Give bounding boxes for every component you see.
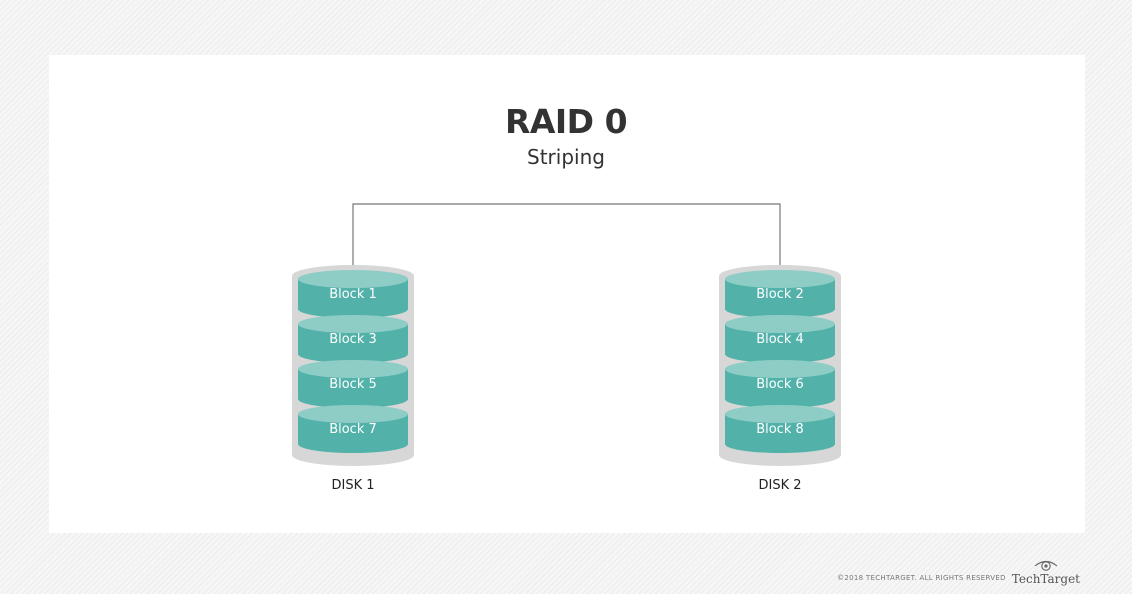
connector-line xyxy=(352,203,781,277)
copyright-text: ©2018 TECHTARGET. ALL RIGHTS RESERVED xyxy=(837,574,1006,582)
disk-1-block-4: Block 7 xyxy=(298,405,408,453)
brand-logo: TechTarget xyxy=(1012,558,1080,586)
diagram-title: RAID 0 xyxy=(504,102,628,141)
disk-1-label: DISK 1 xyxy=(331,478,375,493)
disk-2-block-1: Block 2 xyxy=(725,270,835,318)
disk-2-block-1-label: Block 2 xyxy=(756,287,804,302)
disk-2-block-3-label: Block 6 xyxy=(756,377,804,392)
disk-1-block-1: Block 1 xyxy=(298,270,408,318)
disk-1-block-1-label: Block 1 xyxy=(329,287,377,302)
diagram-panel xyxy=(49,55,1085,533)
disk-2-block-2-label: Block 4 xyxy=(756,332,804,347)
disk-1-block-3: Block 5 xyxy=(298,360,408,408)
disk-1-block-2: Block 3 xyxy=(298,315,408,363)
disk-1-cylinder: Block 1 Block 3 Block 5 Block 7 xyxy=(292,265,414,466)
disk-2-block-2: Block 4 xyxy=(725,315,835,363)
disk-2-block-3: Block 6 xyxy=(725,360,835,408)
disk-2-block-4: Block 8 xyxy=(725,405,835,453)
footer: ©2018 TECHTARGET. ALL RIGHTS RESERVED Te… xyxy=(837,556,1080,586)
disk-2-cylinder: Block 2 Block 4 Block 6 Block 8 xyxy=(719,265,841,466)
diagram-subtitle: Striping xyxy=(527,145,605,169)
disk-2-block-4-label: Block 8 xyxy=(756,422,804,437)
disk-1-block-4-label: Block 7 xyxy=(329,422,377,437)
eye-icon xyxy=(1034,560,1058,571)
disk-2-label: DISK 2 xyxy=(758,478,802,493)
disk-1-block-3-label: Block 5 xyxy=(329,377,377,392)
brand-name: TechTarget xyxy=(1011,572,1080,586)
disk-1-block-2-label: Block 3 xyxy=(329,332,377,347)
